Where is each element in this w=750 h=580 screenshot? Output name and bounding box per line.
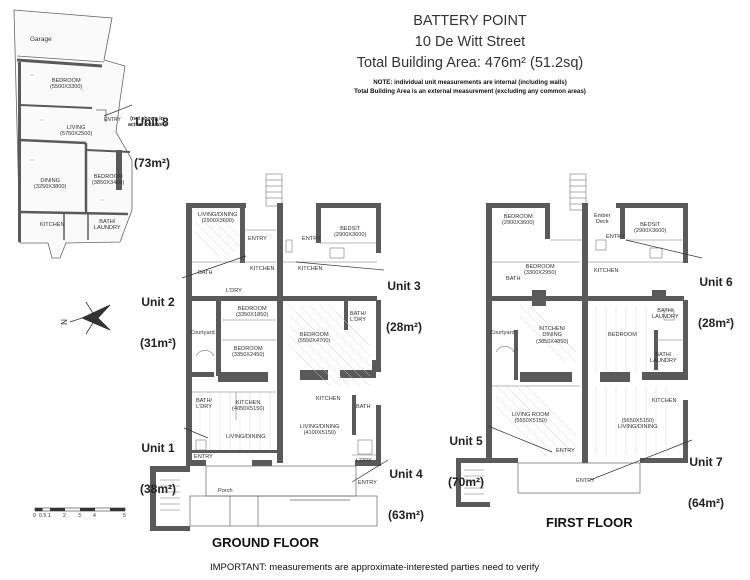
f-bath-laundry-label: BATH/ LAUNDRY: [652, 308, 679, 321]
f-courtyard-label: Courtyard: [490, 330, 515, 336]
unit5-name: Unit 5: [449, 433, 483, 448]
g-entry-d-label: ENTRY: [358, 480, 377, 486]
f-living-dining-label: (5650X5150) LIVING/DINING: [618, 418, 658, 431]
unit8-name: Unit 8: [135, 114, 169, 129]
unit6-label: Unit 6 (28m²): [698, 248, 734, 358]
total-area: Total Building Area: 476m² (51.2sq): [356, 55, 584, 71]
area-note: Total Building Area is an external measu…: [354, 88, 586, 95]
scale-label: 5: [123, 513, 126, 519]
unit3-area: (28m²): [386, 319, 423, 334]
unit1-name: Unit 1: [141, 440, 175, 455]
g-entry-b-label: ENTRY: [302, 236, 321, 242]
scale-label: 2: [63, 513, 66, 519]
f-bath-laundry2-label: BATH/ LAUNDRY: [650, 352, 677, 365]
g-bath-b-label: BATH: [356, 404, 371, 410]
scale-bar: [34, 507, 126, 512]
scale-label: 0: [33, 513, 36, 519]
g-courtyard-label: Courtyard: [190, 330, 215, 336]
f-living-room-label: LIVING ROOM (5550X5150): [512, 412, 550, 425]
g-living-dining2-label: LIVING/DINING: [226, 434, 266, 440]
g-living-dining-label: LIVING/DINING (2900X3600): [198, 212, 238, 225]
f-bedsit-label: BEDSIT (2900X3600): [634, 222, 667, 235]
g-kitchen-b-label: KITCHEN: [298, 266, 323, 272]
u8-bedroom2-label: BEDROOM (3850X3400): [92, 174, 125, 187]
unit7-area: (64m²): [688, 495, 725, 510]
first-floor-title: FIRST FLOOR: [546, 515, 633, 530]
f-entry-a-label: ENTRY: [606, 234, 625, 240]
g-bath-ldry-label: BATH/ L'DRY: [350, 311, 367, 324]
g-ldry-b-label: L'DRY: [356, 458, 372, 464]
unit4-name: Unit 4: [389, 466, 423, 481]
north-arrow: [69, 301, 111, 335]
unit7-label: Unit 7 (64m²): [688, 428, 724, 538]
unit4-label: Unit 4 (63m²): [388, 440, 424, 550]
unit2-area: (31m²): [140, 335, 177, 350]
north-label: N: [59, 319, 69, 325]
u8-living-label: LIVING (5750X2500): [60, 125, 93, 138]
scale-label: 4: [93, 513, 96, 519]
property-address: 10 De Witt Street: [414, 34, 526, 50]
g-entry-a-label: ENTRY: [248, 236, 267, 242]
g-ldry-a-label: L'DRY: [226, 288, 242, 294]
first-floor-plan: [456, 173, 703, 507]
u8-dining-label: DINING (3250X3800): [34, 178, 67, 191]
u8-garage-label: Garage: [30, 36, 52, 43]
f-kitchen-b-label: KITCHEN: [652, 398, 677, 404]
f-kitchen-dining-label: KITCHEN/ DINING (3850X4850): [536, 326, 569, 345]
g-kitchen-c-label: KITCHEN (4050X5150): [232, 400, 265, 413]
scale-label: 3: [78, 513, 81, 519]
f-bath-a-label: BATH: [506, 276, 521, 282]
u8-entry-label: ENTRY: [104, 117, 121, 123]
unit8-plan: [13, 9, 133, 259]
unit3-label: Unit 3 (28m²): [386, 252, 422, 362]
g-bath-ldry2-label: BATH/ L'DRY: [196, 398, 213, 411]
g-living-dining3-label: LIVING/DINING (4100X5150): [300, 424, 340, 437]
f-bedroom-a-label: BEDROOM (2900X3600): [502, 214, 535, 227]
unit2-name: Unit 2: [141, 294, 175, 309]
g-bedroom-a-label: BEDROOM (3350X1850): [236, 306, 269, 319]
unit8-remark: (not shown in actual location): [128, 116, 167, 129]
g-bath-a-label: BATH: [198, 270, 213, 276]
g-bedroom-c-label: BEDROOM (5550X4700): [298, 332, 331, 345]
unit8-area: (73m²): [134, 155, 171, 170]
unit5-label: Unit 5 (70m²): [448, 407, 484, 517]
scale-labels: 0 0.5 1 2 3 4 5: [33, 513, 133, 522]
unit3-name: Unit 3: [387, 278, 421, 293]
ground-floor-title: GROUND FLOOR: [212, 535, 319, 550]
u8-kitchen-label: KITCHEN: [40, 222, 65, 228]
u8-bath-label: BATH/ LAUNDRY: [94, 219, 121, 232]
unit1-label: Unit 1 (38m²): [140, 414, 176, 524]
property-title: BATTERY POINT: [413, 13, 527, 29]
f-bedroom-b-label: BEDROOM (3300X2950): [524, 264, 557, 277]
f-kitchen-a-label: KITCHEN: [594, 268, 619, 274]
g-entry-c-label: ENTRY: [194, 454, 213, 460]
unit6-area: (28m²): [698, 315, 735, 330]
unit1-area: (38m²): [140, 481, 177, 496]
unit4-area: (63m²): [388, 507, 425, 522]
g-bedroom-b-label: BEDROOM (3350X2450): [232, 346, 265, 359]
unit2-label: Unit 2 (31m²): [140, 268, 176, 378]
g-bedsit-label: BEDSIT (2900X3600): [334, 226, 367, 239]
f-entry-c-label: ENTRY: [576, 478, 595, 484]
f-entry-b-label: ENTRY: [556, 448, 575, 454]
f-ember-deck-label: Ember Deck: [594, 213, 611, 226]
f-bedroom-c-label: BEDROOM: [608, 332, 637, 338]
g-porch-label: Porch: [218, 488, 233, 494]
unit7-name: Unit 7: [689, 454, 723, 469]
scale-label: 1: [48, 513, 51, 519]
g-kitchen-a-label: KITCHEN: [250, 266, 275, 272]
unit8-label: Unit 8 (73m²): [134, 88, 170, 198]
unit5-area: (70m²): [448, 474, 485, 489]
measurement-note: NOTE: individual unit measurements are i…: [373, 79, 567, 86]
disclaimer: IMPORTANT: measurements are approximate-…: [210, 562, 540, 573]
u8-bedroom-label: BEDROOM (5500X3300): [50, 78, 83, 91]
ground-floor-plan: [150, 173, 389, 531]
scale-label: 0.5: [39, 513, 47, 519]
g-kitchen-d-label: KITCHEN: [316, 396, 341, 402]
unit6-name: Unit 6: [699, 274, 733, 289]
